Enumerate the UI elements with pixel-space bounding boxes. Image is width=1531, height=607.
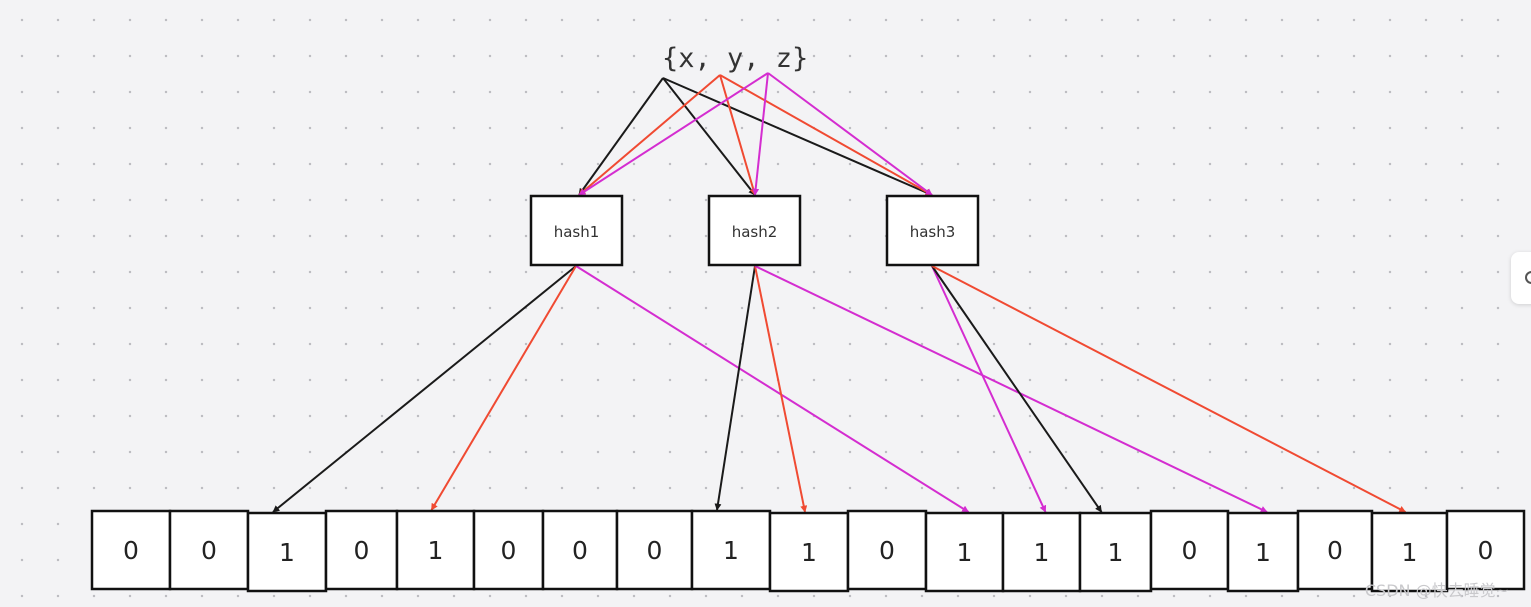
bit-value: 0	[572, 536, 588, 565]
hash1-label: hash1	[554, 223, 600, 241]
bit-cell: 1	[768, 511, 850, 593]
circle-icon	[1525, 271, 1531, 284]
hash3-node: hash3	[885, 194, 980, 267]
bit-value: 0	[879, 536, 895, 565]
hash1-node: hash1	[529, 194, 624, 267]
bit-cell-box	[90, 509, 172, 591]
edge-y-to-hash2	[719, 74, 757, 196]
edge-z-to-hash3	[767, 72, 933, 196]
bit-cell: 0	[1445, 509, 1526, 591]
hash3-label: hash3	[910, 223, 956, 241]
bit-cell: 0	[1296, 509, 1374, 591]
edge-x-to-hash3	[662, 77, 933, 196]
bit-cell: 1	[395, 509, 476, 591]
bit-cell: 1	[1226, 511, 1300, 593]
bit-cell-box	[246, 511, 328, 593]
bit-cell: 1	[246, 511, 328, 593]
bit-cell: 0	[541, 509, 619, 591]
hash3-box	[885, 194, 980, 267]
bit-value: 1	[1255, 538, 1271, 567]
bit-value: 0	[201, 536, 217, 565]
edges-layer	[272, 72, 1407, 513]
bit-value: 1	[957, 538, 973, 567]
edge-hash3-to-bit	[931, 265, 1103, 513]
edge-x-to-hash2	[662, 77, 756, 196]
bit-cell: 1	[690, 509, 772, 591]
edge-x-to-hash1	[578, 77, 664, 196]
bit-value: 1	[801, 538, 817, 567]
edge-z-to-hash1	[578, 72, 769, 196]
edge-y-to-hash3	[719, 74, 933, 196]
bit-cell: 0	[472, 509, 545, 591]
bit-value: 0	[1182, 536, 1198, 565]
bit-value: 0	[354, 536, 370, 565]
bit-value: 1	[1034, 538, 1050, 567]
bit-cell-box	[541, 509, 619, 591]
bit-value: 0	[647, 536, 663, 565]
hash2-node: hash2	[707, 194, 802, 267]
bit-cell-box	[615, 509, 694, 591]
bit-cell: 0	[846, 509, 928, 591]
bit-value: 0	[1478, 536, 1494, 565]
bit-value: 1	[1402, 538, 1418, 567]
bit-cell: 0	[1149, 509, 1230, 591]
bit-cell-box	[1149, 509, 1230, 591]
bit-cell: 0	[615, 509, 694, 591]
watermark: CSDN @快去睡觉~	[1364, 581, 1509, 600]
edge-hash3-to-bit	[931, 265, 1407, 513]
side-panel-tab[interactable]	[1511, 252, 1531, 304]
bit-cell: 1	[1370, 511, 1449, 593]
edge-hash1-to-bit	[430, 265, 577, 511]
bit-value: 1	[1108, 538, 1124, 567]
hash2-label: hash2	[732, 223, 778, 241]
bit-value: 1	[723, 536, 739, 565]
bit-value: 0	[1327, 536, 1343, 565]
edge-hash3-to-bit	[931, 265, 1047, 513]
edge-hash2-to-bit	[714, 265, 756, 511]
bit-cell: 1	[1078, 511, 1153, 593]
edge-z-to-hash2	[752, 72, 769, 196]
edge-hash2-to-bit	[754, 265, 808, 513]
bit-cell: 0	[90, 509, 172, 591]
edge-hash1-to-bit	[272, 265, 577, 513]
hash1-box	[529, 194, 624, 267]
bit-cell-box	[1445, 509, 1526, 591]
bit-cell-box	[768, 511, 850, 593]
bit-cell: 1	[1001, 511, 1082, 593]
edge-y-to-hash1	[578, 74, 721, 196]
bit-value: 0	[501, 536, 517, 565]
bit-array: 0 0 1 0 1 0 0 0 1 1 0 1 1 1 0 1 0 1 0	[90, 509, 1526, 593]
bit-cell-box	[690, 509, 772, 591]
edge-hash1-to-bit	[575, 265, 970, 513]
bit-cell: 0	[324, 509, 399, 591]
bit-value: 1	[279, 538, 295, 567]
bit-cell-box	[1370, 511, 1449, 593]
edge-hash2-to-bit	[754, 265, 1268, 513]
hash2-box	[707, 194, 802, 267]
bit-cell-box	[846, 509, 928, 591]
bit-value: 1	[428, 536, 444, 565]
bit-cell: 1	[924, 511, 1005, 593]
bit-value: 0	[123, 536, 139, 565]
input-set-label: {x, y, z}	[662, 43, 808, 74]
bit-cell: 0	[168, 509, 250, 591]
bit-cell-box	[1226, 511, 1300, 593]
